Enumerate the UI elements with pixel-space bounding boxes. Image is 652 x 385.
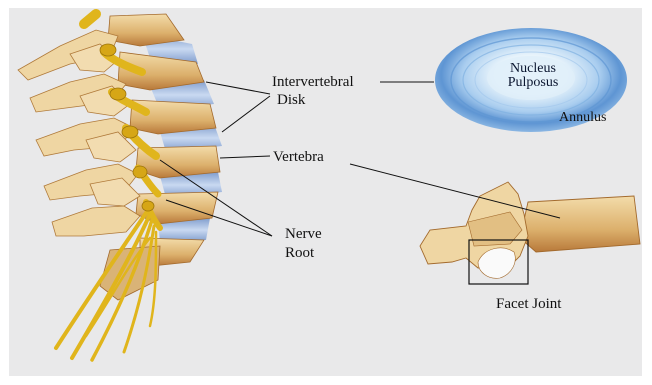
- vertebra-label: Vertebra: [273, 149, 324, 165]
- facet-joint-label: Facet Joint: [496, 296, 562, 312]
- pulposus-label: Pulposus: [508, 75, 559, 90]
- root-label: Root: [285, 245, 315, 261]
- annulus-label: Annulus: [559, 110, 606, 125]
- vertebral-body-side: [520, 196, 640, 252]
- intervertebral-label: Intervertebral: [272, 74, 354, 90]
- disk-label: Disk: [277, 92, 306, 108]
- nucleus-label: Nucleus: [510, 61, 556, 76]
- nerve-label: Nerve: [285, 226, 322, 242]
